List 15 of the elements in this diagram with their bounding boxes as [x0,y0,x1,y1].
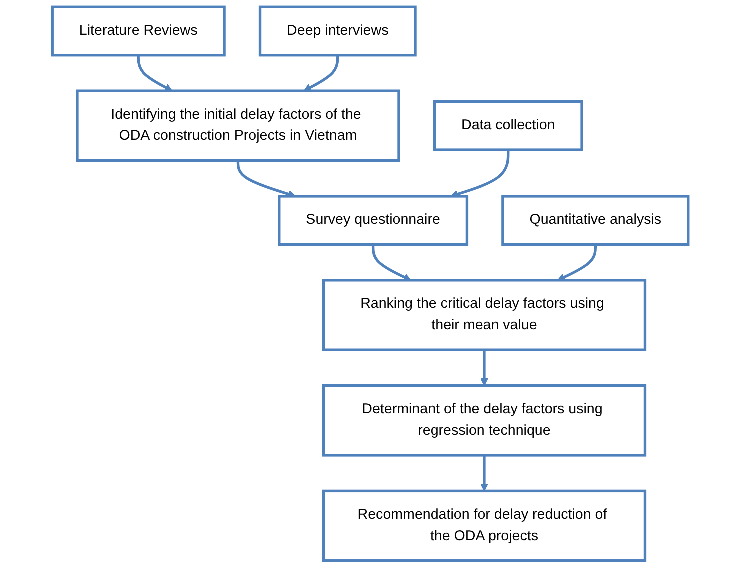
node-box: Deep interviews [258,6,417,57]
node-box: Data collection [433,100,584,152]
node-box: Quantitative analysis [502,195,690,246]
arrow [137,55,173,92]
node-box: Ranking the critical delay factors using their mean value [322,279,647,352]
node-box: Recommendation for delay reduction of the ODA projects [322,490,647,562]
arrow [480,455,488,492]
node-box: Survey questionnaire [278,195,469,246]
node-box: Identifying the initial delay factors of the ODA construction Projects in Vietnam [76,90,400,162]
node-box: Determinant of the delay factors using regression technique [322,384,647,457]
node-box: Literature Reviews [51,6,226,57]
arrow [372,244,412,281]
arrow [304,55,340,92]
arrow [480,350,488,386]
arrow [558,244,597,281]
